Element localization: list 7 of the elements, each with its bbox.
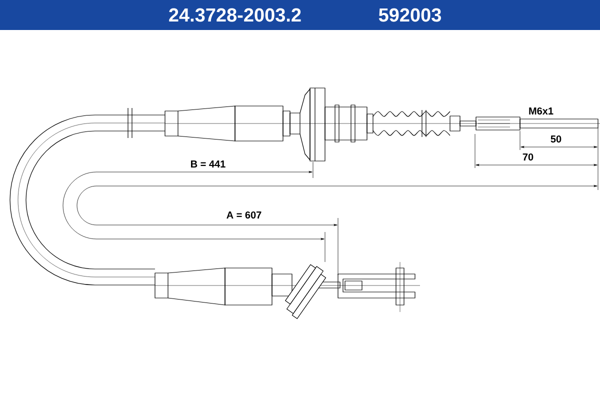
part-number: 592003 (378, 8, 441, 22)
thread-label: M6x1 (529, 107, 554, 115)
dimension-label: 70 (522, 153, 534, 161)
dimension-label: 50 (550, 135, 562, 143)
dimension-label: B = 441 (191, 160, 226, 168)
dimension-label: A = 607 (226, 211, 262, 219)
part-number: 24.3728-2003.2 (169, 8, 301, 22)
